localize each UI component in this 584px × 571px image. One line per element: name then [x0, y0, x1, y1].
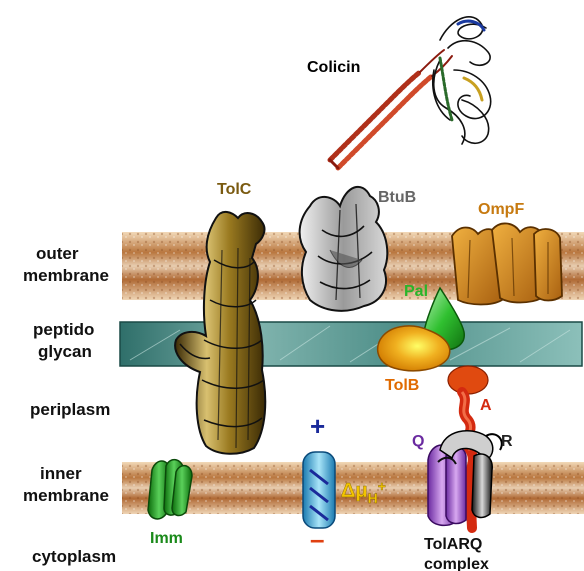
imm-label: Imm — [150, 530, 183, 547]
tolr-label: R — [501, 433, 513, 450]
tolq-label: Q — [412, 433, 424, 450]
pmf-subscript: H — [368, 490, 378, 506]
pmf-mu: μ — [355, 480, 367, 502]
ompf-label: OmpF — [478, 201, 524, 218]
tola-label: A — [480, 397, 492, 414]
pmf-delta: Δ — [341, 480, 355, 502]
tolarq-label-line2: complex — [424, 556, 489, 571]
inner-membrane-label-line1: inner — [40, 464, 82, 483]
pmf-superscript: + — [378, 478, 386, 494]
outer-membrane-label-line1: outer — [36, 244, 79, 263]
peptidoglycan-label-line1: peptido — [33, 320, 94, 339]
tolb-label: TolB — [385, 377, 419, 394]
cytoplasm-label: cytoplasm — [32, 547, 116, 566]
pmf-minus-sign: – — [310, 524, 324, 554]
btub-label: BtuB — [378, 189, 416, 206]
btub-protein — [300, 187, 388, 311]
periplasm-label: periplasm — [30, 400, 110, 419]
inner-membrane-label-line2: membrane — [23, 486, 109, 505]
pmf-channel — [303, 452, 335, 528]
ompf-trimer — [452, 223, 562, 304]
colicin-structure — [330, 17, 491, 168]
outer-membrane-label-line2: membrane — [23, 266, 109, 285]
peptidoglycan-label-line2: glycan — [38, 342, 92, 361]
colicin-label: Colicin — [307, 59, 360, 76]
tolarq-label-line1: TolARQ — [424, 536, 482, 553]
tolc-label: TolC — [217, 181, 252, 198]
imm-protein — [148, 460, 192, 519]
pmf-plus-sign: + — [310, 411, 325, 441]
pal-label: Pal — [404, 283, 428, 300]
tolq-protein — [428, 445, 466, 525]
